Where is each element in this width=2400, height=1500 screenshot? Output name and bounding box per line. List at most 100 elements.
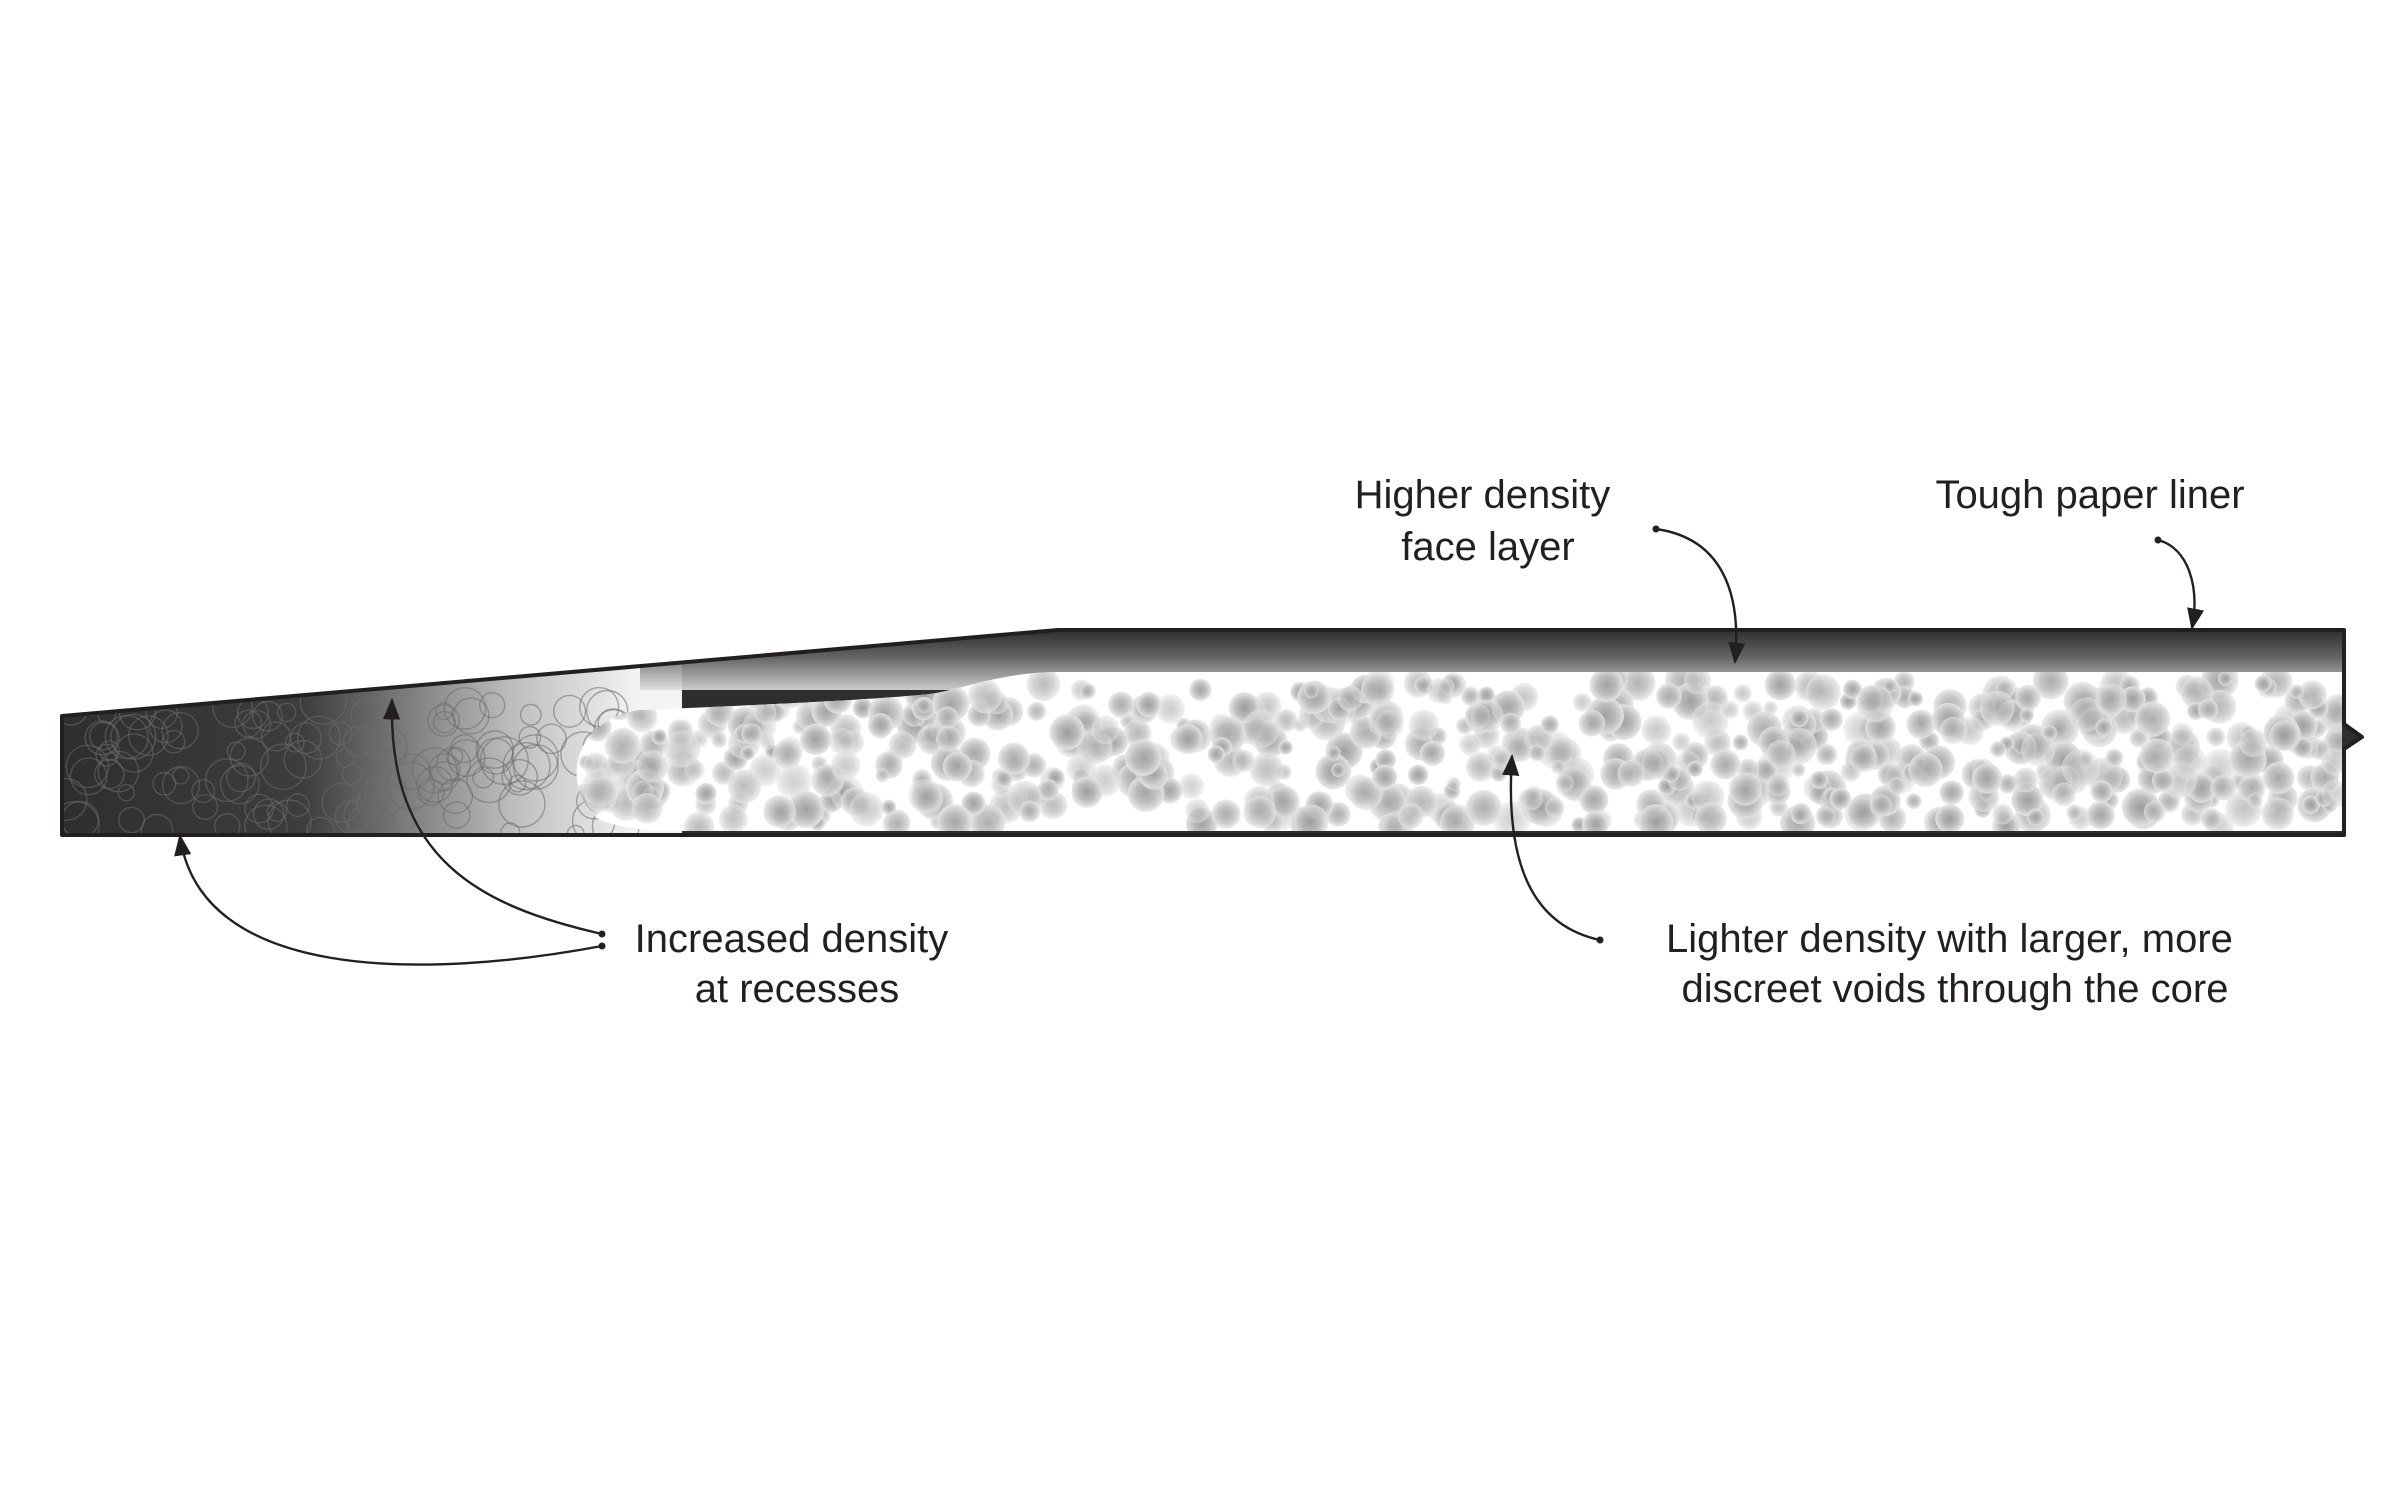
edge-void — [435, 702, 454, 721]
edge-void — [98, 740, 120, 762]
core-void — [1465, 790, 1502, 826]
edge-void — [519, 703, 542, 726]
core-void — [2261, 797, 2295, 830]
core-void — [740, 746, 755, 761]
edge-void — [342, 725, 375, 758]
core-void — [2066, 804, 2083, 821]
core-void — [1820, 708, 1843, 731]
core-void — [2170, 722, 2194, 746]
core-void — [1241, 709, 1280, 748]
core-void — [1470, 699, 1504, 733]
core-void — [2247, 792, 2263, 808]
core-void — [2254, 675, 2272, 693]
core-void — [1683, 672, 1712, 695]
edge-void — [127, 715, 169, 757]
edge-void — [427, 704, 460, 737]
core-void — [2218, 672, 2233, 686]
core-void — [883, 809, 911, 831]
core-void — [1906, 709, 1936, 739]
core-void — [1079, 683, 1096, 700]
edge-void — [305, 816, 336, 835]
leader-recesses-dot-upper — [598, 930, 606, 938]
core-void — [1374, 709, 1404, 740]
core-void — [1211, 799, 1241, 829]
edge-void — [140, 813, 174, 835]
edge-void — [501, 759, 539, 796]
edge-void — [479, 692, 506, 719]
core-void — [916, 698, 932, 714]
core-void — [2069, 697, 2105, 732]
core-void — [1992, 803, 2014, 825]
core-void — [1037, 779, 1059, 801]
core-void — [1582, 811, 1609, 831]
edge-void — [442, 801, 471, 829]
core-void — [581, 768, 620, 807]
edge-void — [432, 710, 456, 734]
edge-void — [437, 778, 474, 814]
core-void — [1108, 691, 1135, 718]
core-void — [1990, 741, 2006, 758]
leader-face-layer-dot — [1652, 525, 1660, 533]
core-void — [1026, 672, 1061, 702]
edge-void — [341, 764, 363, 785]
edge-void — [296, 715, 342, 760]
gypsum-board — [60, 628, 2364, 837]
core-void — [719, 804, 748, 831]
edge-void — [148, 709, 183, 744]
core-voids — [576, 672, 2342, 831]
edge-faint-voids — [62, 677, 645, 835]
core-void — [1407, 764, 1429, 786]
core-void — [997, 742, 1030, 775]
core-void — [935, 706, 959, 729]
edge-void — [267, 799, 312, 835]
core-void — [1207, 745, 1225, 763]
edge-void — [479, 736, 529, 786]
core-void — [1361, 673, 1395, 707]
core-void — [1185, 798, 1210, 823]
core-void — [2202, 748, 2238, 785]
core-void — [2289, 684, 2304, 699]
core-void — [1427, 678, 1453, 704]
core-void — [2172, 744, 2207, 779]
core-void — [2200, 808, 2223, 830]
core-void — [875, 768, 890, 783]
core-void — [2061, 749, 2100, 787]
core-void — [1672, 732, 1691, 752]
core-void — [1939, 716, 1968, 745]
core-void — [741, 723, 763, 745]
edge-void — [346, 802, 395, 835]
core-void — [828, 727, 856, 755]
edge-void — [372, 803, 396, 826]
core-void — [1849, 744, 1878, 773]
edge-void — [511, 734, 559, 782]
core-void — [961, 791, 986, 816]
core-void — [1243, 795, 1277, 829]
leader-core — [1502, 753, 1601, 942]
core-void — [2135, 701, 2171, 737]
edge-void — [117, 783, 135, 802]
core-void — [937, 804, 973, 831]
core-void — [1249, 752, 1284, 787]
edge-void — [445, 747, 464, 766]
core-void — [763, 795, 796, 828]
core-void — [1459, 733, 1482, 756]
core-void — [2269, 720, 2301, 751]
label-core: Lighter density with larger, more discre… — [1666, 917, 2244, 1011]
core-void — [1710, 749, 1741, 780]
core-void — [1446, 777, 1461, 792]
edge-void — [417, 778, 445, 806]
core-void — [631, 793, 663, 824]
edge-void — [472, 766, 495, 789]
core-void — [1372, 764, 1398, 790]
core-void — [636, 750, 669, 783]
edge-void — [289, 721, 323, 755]
core-void — [1829, 787, 1852, 810]
core-void — [1641, 715, 1672, 746]
edge-void — [328, 721, 353, 746]
edge-void — [69, 757, 108, 796]
edge-void — [62, 800, 100, 835]
edge-void — [321, 782, 362, 823]
core-void — [1856, 684, 1894, 723]
edge-void — [219, 764, 260, 805]
